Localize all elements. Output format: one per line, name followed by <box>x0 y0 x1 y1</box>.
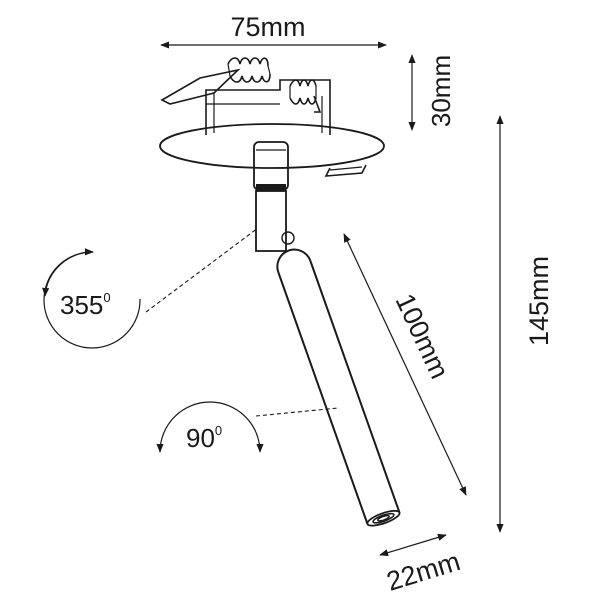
spring-clip-left <box>160 57 271 105</box>
length-label: 100mm <box>390 289 455 383</box>
width-label: 75mm <box>230 12 305 42</box>
depth-label: 30mm <box>426 55 456 127</box>
rotation-90-label: 900 <box>186 423 222 453</box>
rotation-90-value: 90 <box>186 423 215 453</box>
spot-tube <box>276 248 401 527</box>
vertical-rotation-indicator: 900 <box>156 401 339 453</box>
depth-dimension: 30mm <box>408 54 456 131</box>
diameter-label: 22mm <box>383 546 464 597</box>
rotation-355-value: 355 <box>60 290 103 320</box>
rotation-90-degree: 0 <box>215 423 222 438</box>
spring-clip-right <box>289 79 322 113</box>
ceiling-flange <box>159 123 385 177</box>
length-dimension: 100mm <box>343 233 467 496</box>
horizontal-rotation-indicator: 3550 <box>42 227 259 349</box>
rotation-355-label: 3550 <box>60 290 111 320</box>
height-dimension: 145mm <box>496 115 554 533</box>
mounting-box <box>205 79 331 135</box>
diameter-dimension: 22mm <box>379 533 464 597</box>
height-label: 145mm <box>524 256 554 346</box>
stem <box>253 141 295 252</box>
rotation-355-degree: 0 <box>103 290 110 305</box>
width-dimension: 75mm <box>160 12 387 49</box>
